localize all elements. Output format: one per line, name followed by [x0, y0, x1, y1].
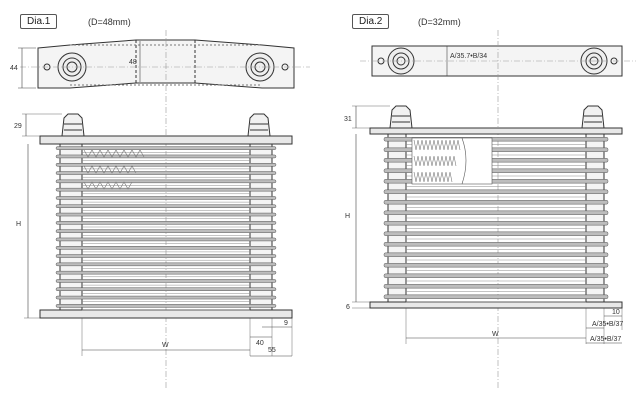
dia1-fin-detail	[83, 149, 145, 190]
core-plate	[55, 221, 277, 225]
core-plate	[383, 210, 609, 215]
dia2-dim-ab2: A/35•B/37	[590, 336, 621, 343]
dia2-dim-top-ab: A/35.7•B/34	[450, 53, 487, 60]
dia1-dim-40: 40	[256, 340, 264, 347]
core-plate	[383, 200, 609, 205]
core-plate	[55, 295, 277, 300]
dia2-dim-h: H	[345, 213, 350, 220]
dia1-dim-29: 29	[14, 123, 22, 130]
core-plate	[55, 287, 277, 291]
core-plate	[383, 294, 609, 299]
core-plate	[55, 146, 277, 150]
dia2-dim-w: W	[492, 331, 499, 338]
dia1-dim-h: H	[16, 221, 21, 228]
dia1-dim-44: 44	[10, 65, 18, 72]
dia1-dim-55: 55	[268, 347, 276, 354]
dia2-caption: (D=32mm)	[418, 17, 461, 27]
dia1-dim-w: W	[162, 342, 169, 349]
core-plate	[55, 163, 277, 167]
core-plate	[55, 246, 277, 250]
dia2-dim-6: 6	[346, 304, 350, 311]
core-plate	[55, 187, 277, 192]
core-plate	[55, 229, 277, 233]
dia2-fin-detail	[411, 137, 493, 185]
core-plate	[55, 196, 277, 200]
core-plate	[383, 273, 609, 278]
core-plate	[55, 254, 277, 258]
dia2-title: Dia.2	[352, 14, 390, 29]
core-plate	[55, 204, 277, 208]
dia2-dim-31: 31	[344, 116, 352, 123]
dia2-dim-10: 10	[612, 309, 620, 316]
core-plate	[383, 252, 609, 257]
core-plate	[55, 179, 277, 184]
core-plate	[383, 231, 609, 236]
dia1-dim-9: 9	[284, 320, 288, 327]
core-plate	[55, 270, 277, 275]
core-plate	[55, 304, 277, 308]
core-plate	[55, 262, 277, 267]
core-plate	[383, 263, 609, 268]
core-plate	[383, 242, 609, 247]
dia2-core-rows	[383, 137, 609, 303]
dia1-caption: (D=48mm)	[88, 17, 131, 27]
core-plate	[383, 189, 609, 194]
core-plate	[55, 171, 277, 175]
core-plate	[55, 279, 277, 283]
dia1-front-view	[39, 113, 293, 319]
core-plate	[383, 221, 609, 226]
dia1-dim-48: 48	[129, 59, 137, 66]
core-plate	[383, 284, 609, 289]
dia2-dim-ab1: A/35•B/37	[592, 321, 623, 328]
core-plate	[55, 212, 277, 217]
core-plate	[55, 237, 277, 242]
dia2-front-view	[369, 105, 623, 309]
dia1-core-rows	[55, 146, 277, 311]
dia1-title: Dia.1	[20, 14, 58, 29]
